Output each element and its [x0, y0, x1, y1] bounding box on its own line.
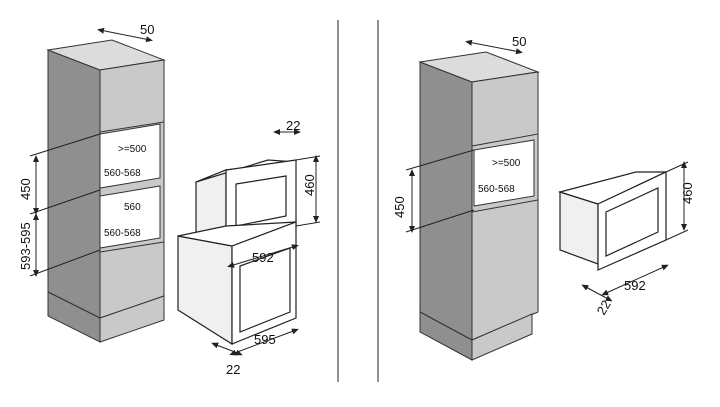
left-lower-niche [99, 185, 161, 249]
left-oven-side [177, 235, 233, 346]
left-height-lower-label: 593-595 [18, 222, 33, 270]
left-upper-width-label: 560-568 [104, 168, 141, 179]
left-cabinet-upper-panel [99, 59, 165, 133]
right-plinth-front [471, 313, 533, 361]
right-micro-width-arrow [601, 264, 669, 296]
left-lower-width-label: 560-568 [104, 228, 141, 239]
right-height-label: 450 [392, 196, 407, 218]
left-oven-offset-label: 22 [226, 362, 240, 377]
right-niche-depth-label: >=500 [492, 158, 521, 169]
left-depth-arrow [97, 27, 153, 43]
right-micro-offset-label: 22 [594, 297, 614, 317]
left-guide-1 [29, 133, 101, 157]
left-height-upper-label: 450 [18, 178, 33, 200]
right-guide-2 [405, 209, 475, 233]
right-depth-arrow [465, 39, 523, 55]
left-upper-depth-label: >=500 [118, 144, 147, 155]
right-depth-label: 50 [512, 34, 526, 49]
right-tall-cabinet [418, 51, 540, 361]
left-tall-cabinet [46, 39, 166, 343]
left-oven [177, 221, 297, 346]
left-micro-height-label: 460 [302, 174, 317, 196]
left-micro-offset-label: 22 [286, 118, 300, 133]
right-micro-height-guide-bottom [665, 229, 689, 241]
left-oven-width-label: 595 [254, 332, 276, 347]
left-micro-width-label: 592 [252, 250, 274, 265]
left-depth-label: 50 [140, 22, 154, 37]
left-guide-3 [29, 249, 101, 277]
right-microwave-window [605, 187, 659, 257]
right-cabinet-upper-panel [471, 71, 539, 147]
right-microwave [557, 171, 667, 271]
left-micro-width-arrow [227, 244, 299, 268]
right-micro-offset-arrow [581, 284, 613, 302]
right-niche [473, 139, 535, 207]
right-cabinet-side [419, 61, 473, 341]
right-micro-height-label: 460 [680, 182, 695, 204]
left-oven-offset-arrow [211, 342, 243, 356]
left-microwave-window [235, 175, 287, 227]
right-guide-1 [405, 149, 475, 171]
left-microwave [195, 159, 297, 241]
right-micro-width-label: 592 [624, 278, 646, 293]
right-micro-height-guide-top [665, 161, 689, 173]
right-niche-width-label: 560-568 [478, 184, 515, 195]
left-guide-2 [29, 189, 101, 215]
left-lower-depth-label: 560 [124, 202, 141, 213]
right-cabinet-lower-panel [471, 199, 539, 341]
left-plinth-front [99, 295, 165, 343]
left-micro-height-guide-bottom [295, 221, 321, 227]
left-upper-niche [99, 123, 161, 189]
left-cabinet-side [47, 49, 101, 319]
